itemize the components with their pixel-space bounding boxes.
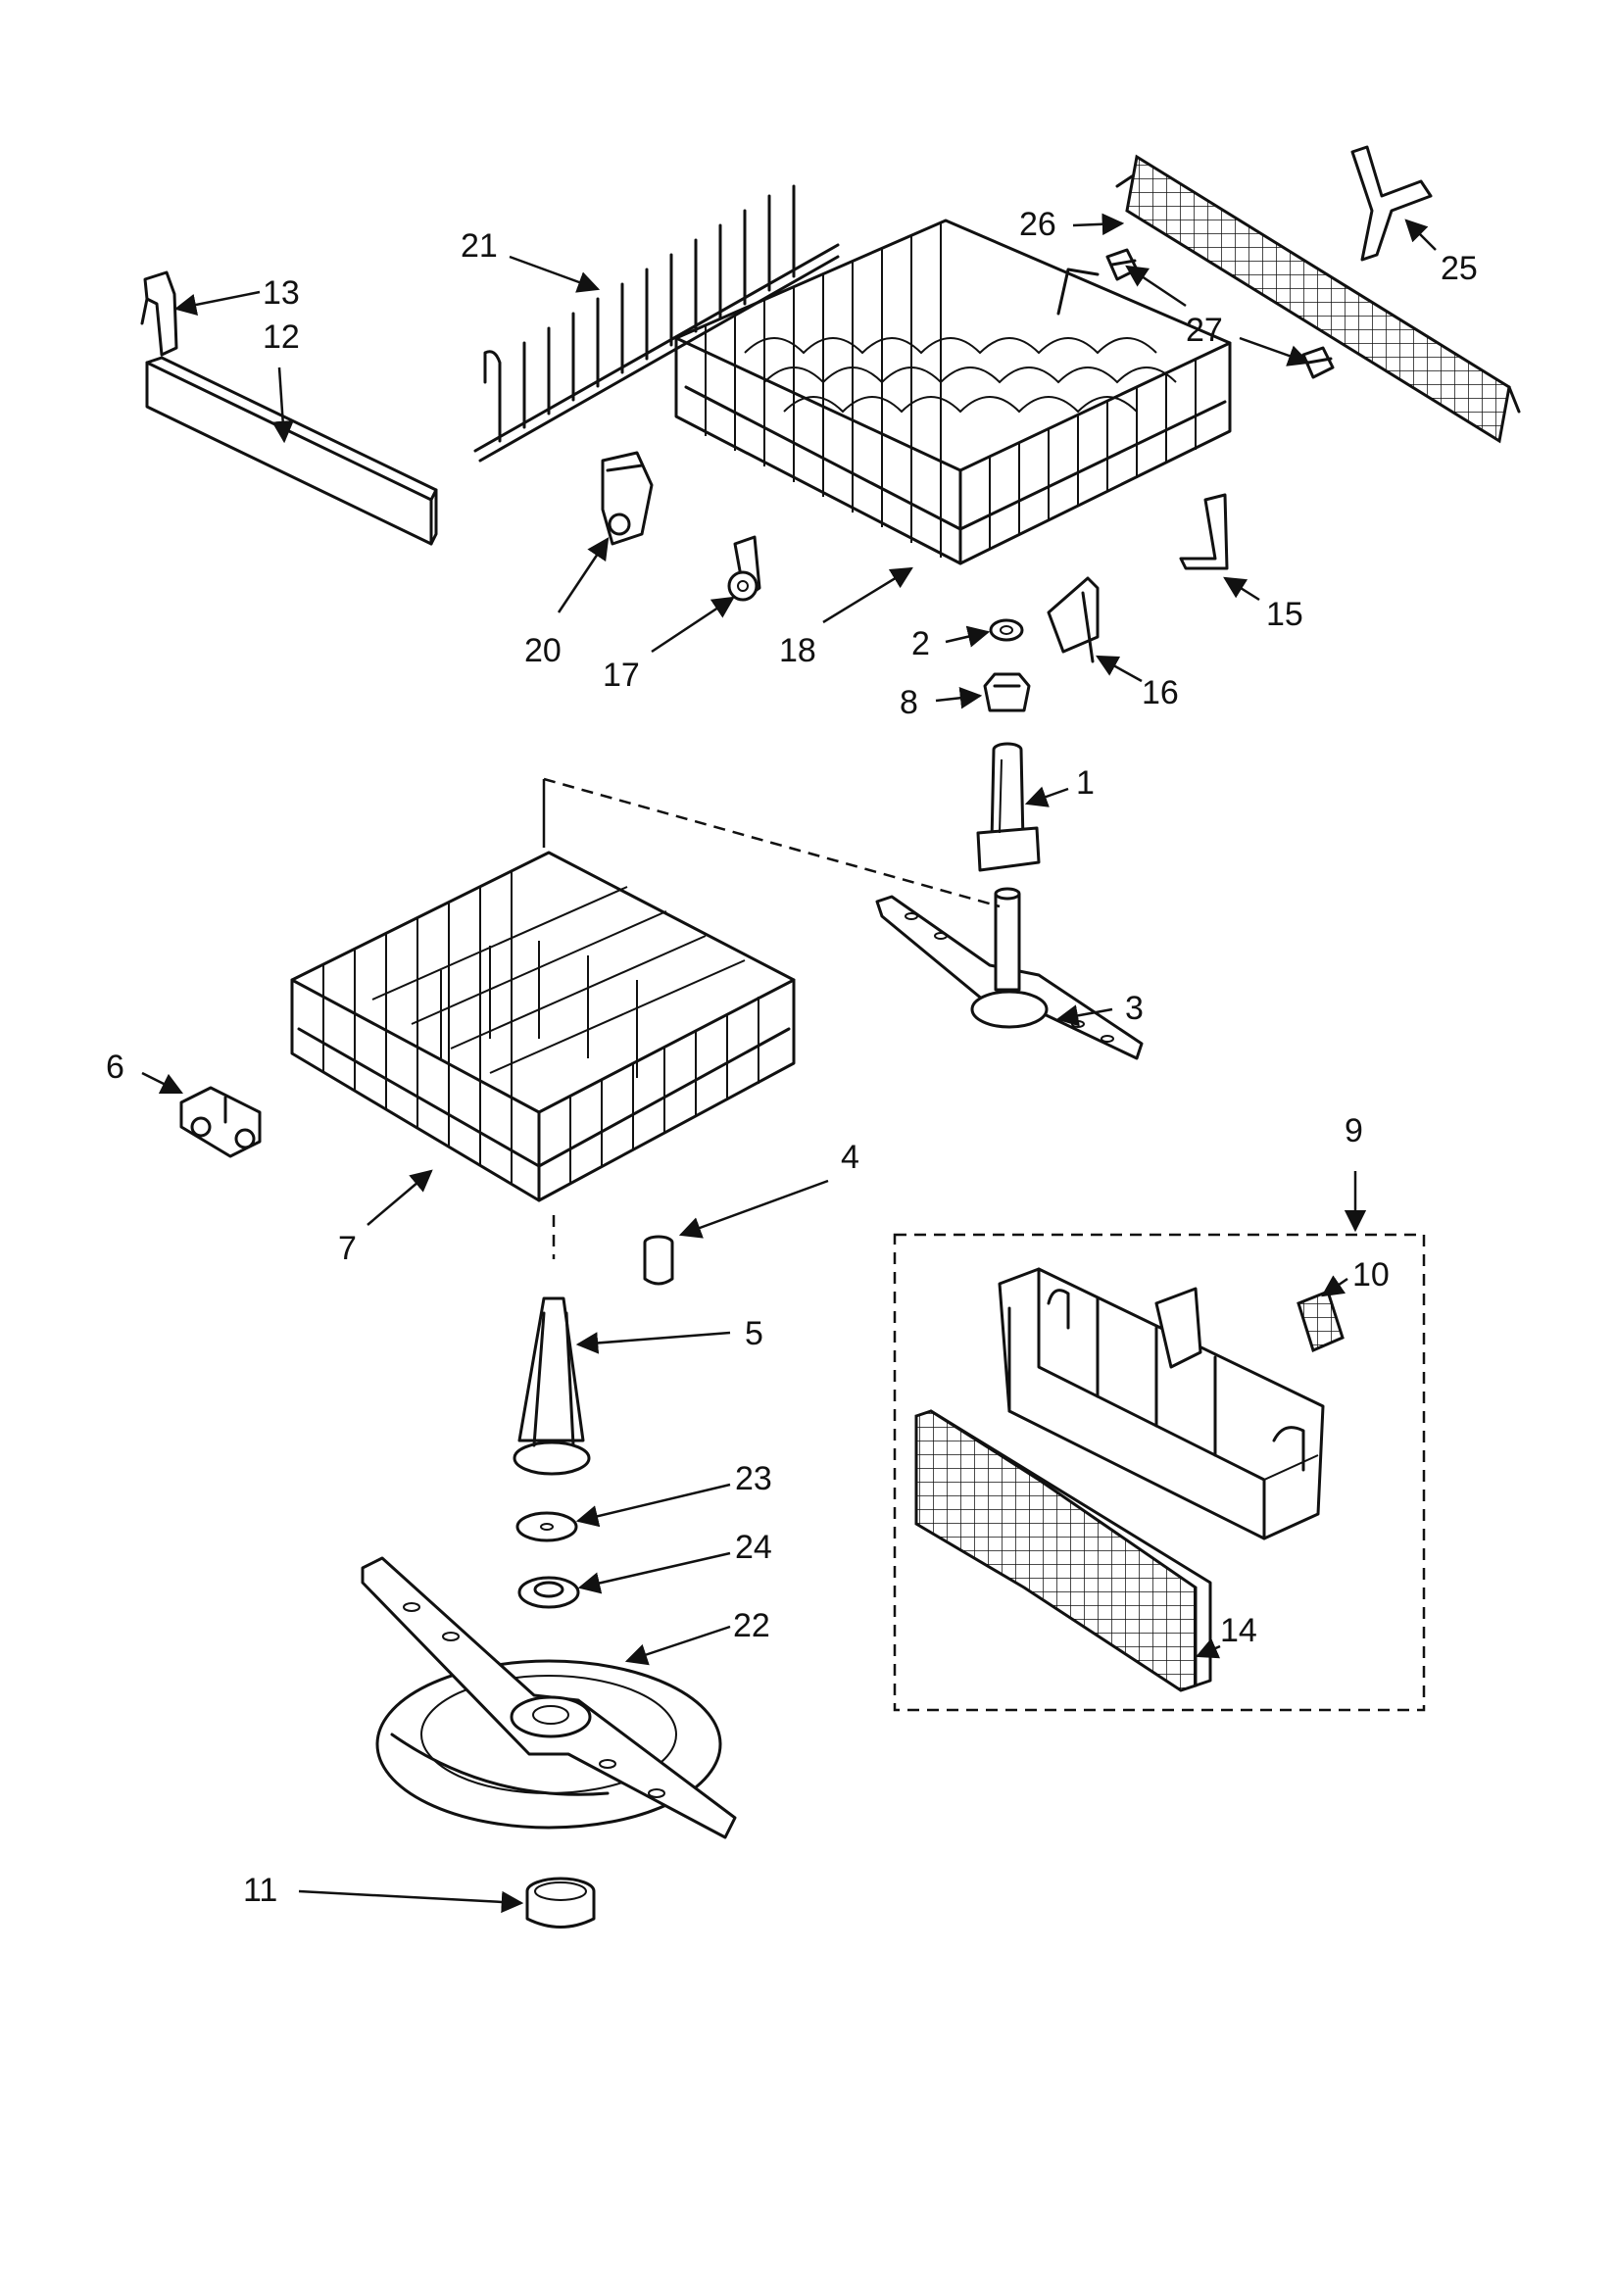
adjuster-part (601, 451, 654, 546)
callout-8: 8 (900, 684, 918, 721)
assembly-line-upper (543, 777, 1001, 908)
seal-ring-part (517, 1576, 580, 1609)
basket-lid-part (914, 1409, 1212, 1692)
roller-part (727, 535, 761, 602)
callout-18: 18 (779, 632, 816, 669)
clip-part-bottom (1301, 346, 1335, 379)
callout-7: 7 (338, 1230, 357, 1267)
lower-spray-arm-part (361, 1556, 737, 1839)
callout-24: 24 (735, 1529, 772, 1566)
rack-rail-part (145, 356, 438, 546)
callout-6: 6 (106, 1049, 124, 1086)
clip-part-top (1105, 248, 1139, 281)
callout-14: 14 (1220, 1612, 1257, 1649)
callout-9: 9 (1345, 1112, 1363, 1149)
callout-22: 22 (733, 1607, 770, 1644)
bracket-part (1350, 145, 1433, 262)
callout-1: 1 (1076, 764, 1095, 802)
basket-insert-part (1297, 1290, 1345, 1353)
tine-row-part (473, 184, 840, 463)
washer-part-small (989, 618, 1024, 642)
callout-2: 2 (911, 625, 930, 662)
basket-kit-box (893, 1233, 1426, 1712)
callout-12: 12 (263, 318, 300, 356)
callout-16: 16 (1142, 674, 1179, 711)
stop-bracket-part (1179, 493, 1229, 570)
callout-labels: 13 12 21 26 25 27 20 17 18 15 2 16 8 1 3… (106, 206, 1478, 1909)
callout-3: 3 (1125, 990, 1144, 1027)
panel-grid-part (1115, 154, 1521, 444)
callout-11: 11 (243, 1872, 277, 1909)
callout-10: 10 (1352, 1256, 1390, 1294)
callout-23: 23 (735, 1460, 772, 1497)
sleeve-part (643, 1235, 674, 1286)
callout-25: 25 (1441, 250, 1478, 287)
upper-spray-arm-part (875, 887, 1144, 1060)
callout-4: 4 (841, 1139, 859, 1176)
callout-21: 21 (461, 227, 498, 265)
callout-15: 15 (1266, 596, 1303, 633)
leader-lines (141, 213, 1437, 1914)
callout-26: 26 (1019, 206, 1056, 243)
callout-17: 17 (603, 657, 640, 694)
guide-part (1047, 576, 1100, 663)
silverware-basket-part (998, 1267, 1325, 1540)
callout-27: 27 (1186, 312, 1223, 349)
callout-5: 5 (745, 1315, 763, 1352)
filter-ring-part (525, 1877, 596, 1929)
upper-rack-part (674, 219, 1232, 565)
lower-rack-part (290, 851, 796, 1202)
lower-spray-tube-part (513, 1296, 591, 1476)
lower-roller-part (179, 1086, 262, 1158)
flat-washer-part (515, 1511, 578, 1542)
callout-20: 20 (524, 632, 562, 669)
callout-13: 13 (263, 274, 300, 312)
nut-part (983, 672, 1031, 712)
rail-clip-part (140, 270, 178, 357)
spray-tube-part (976, 742, 1041, 872)
